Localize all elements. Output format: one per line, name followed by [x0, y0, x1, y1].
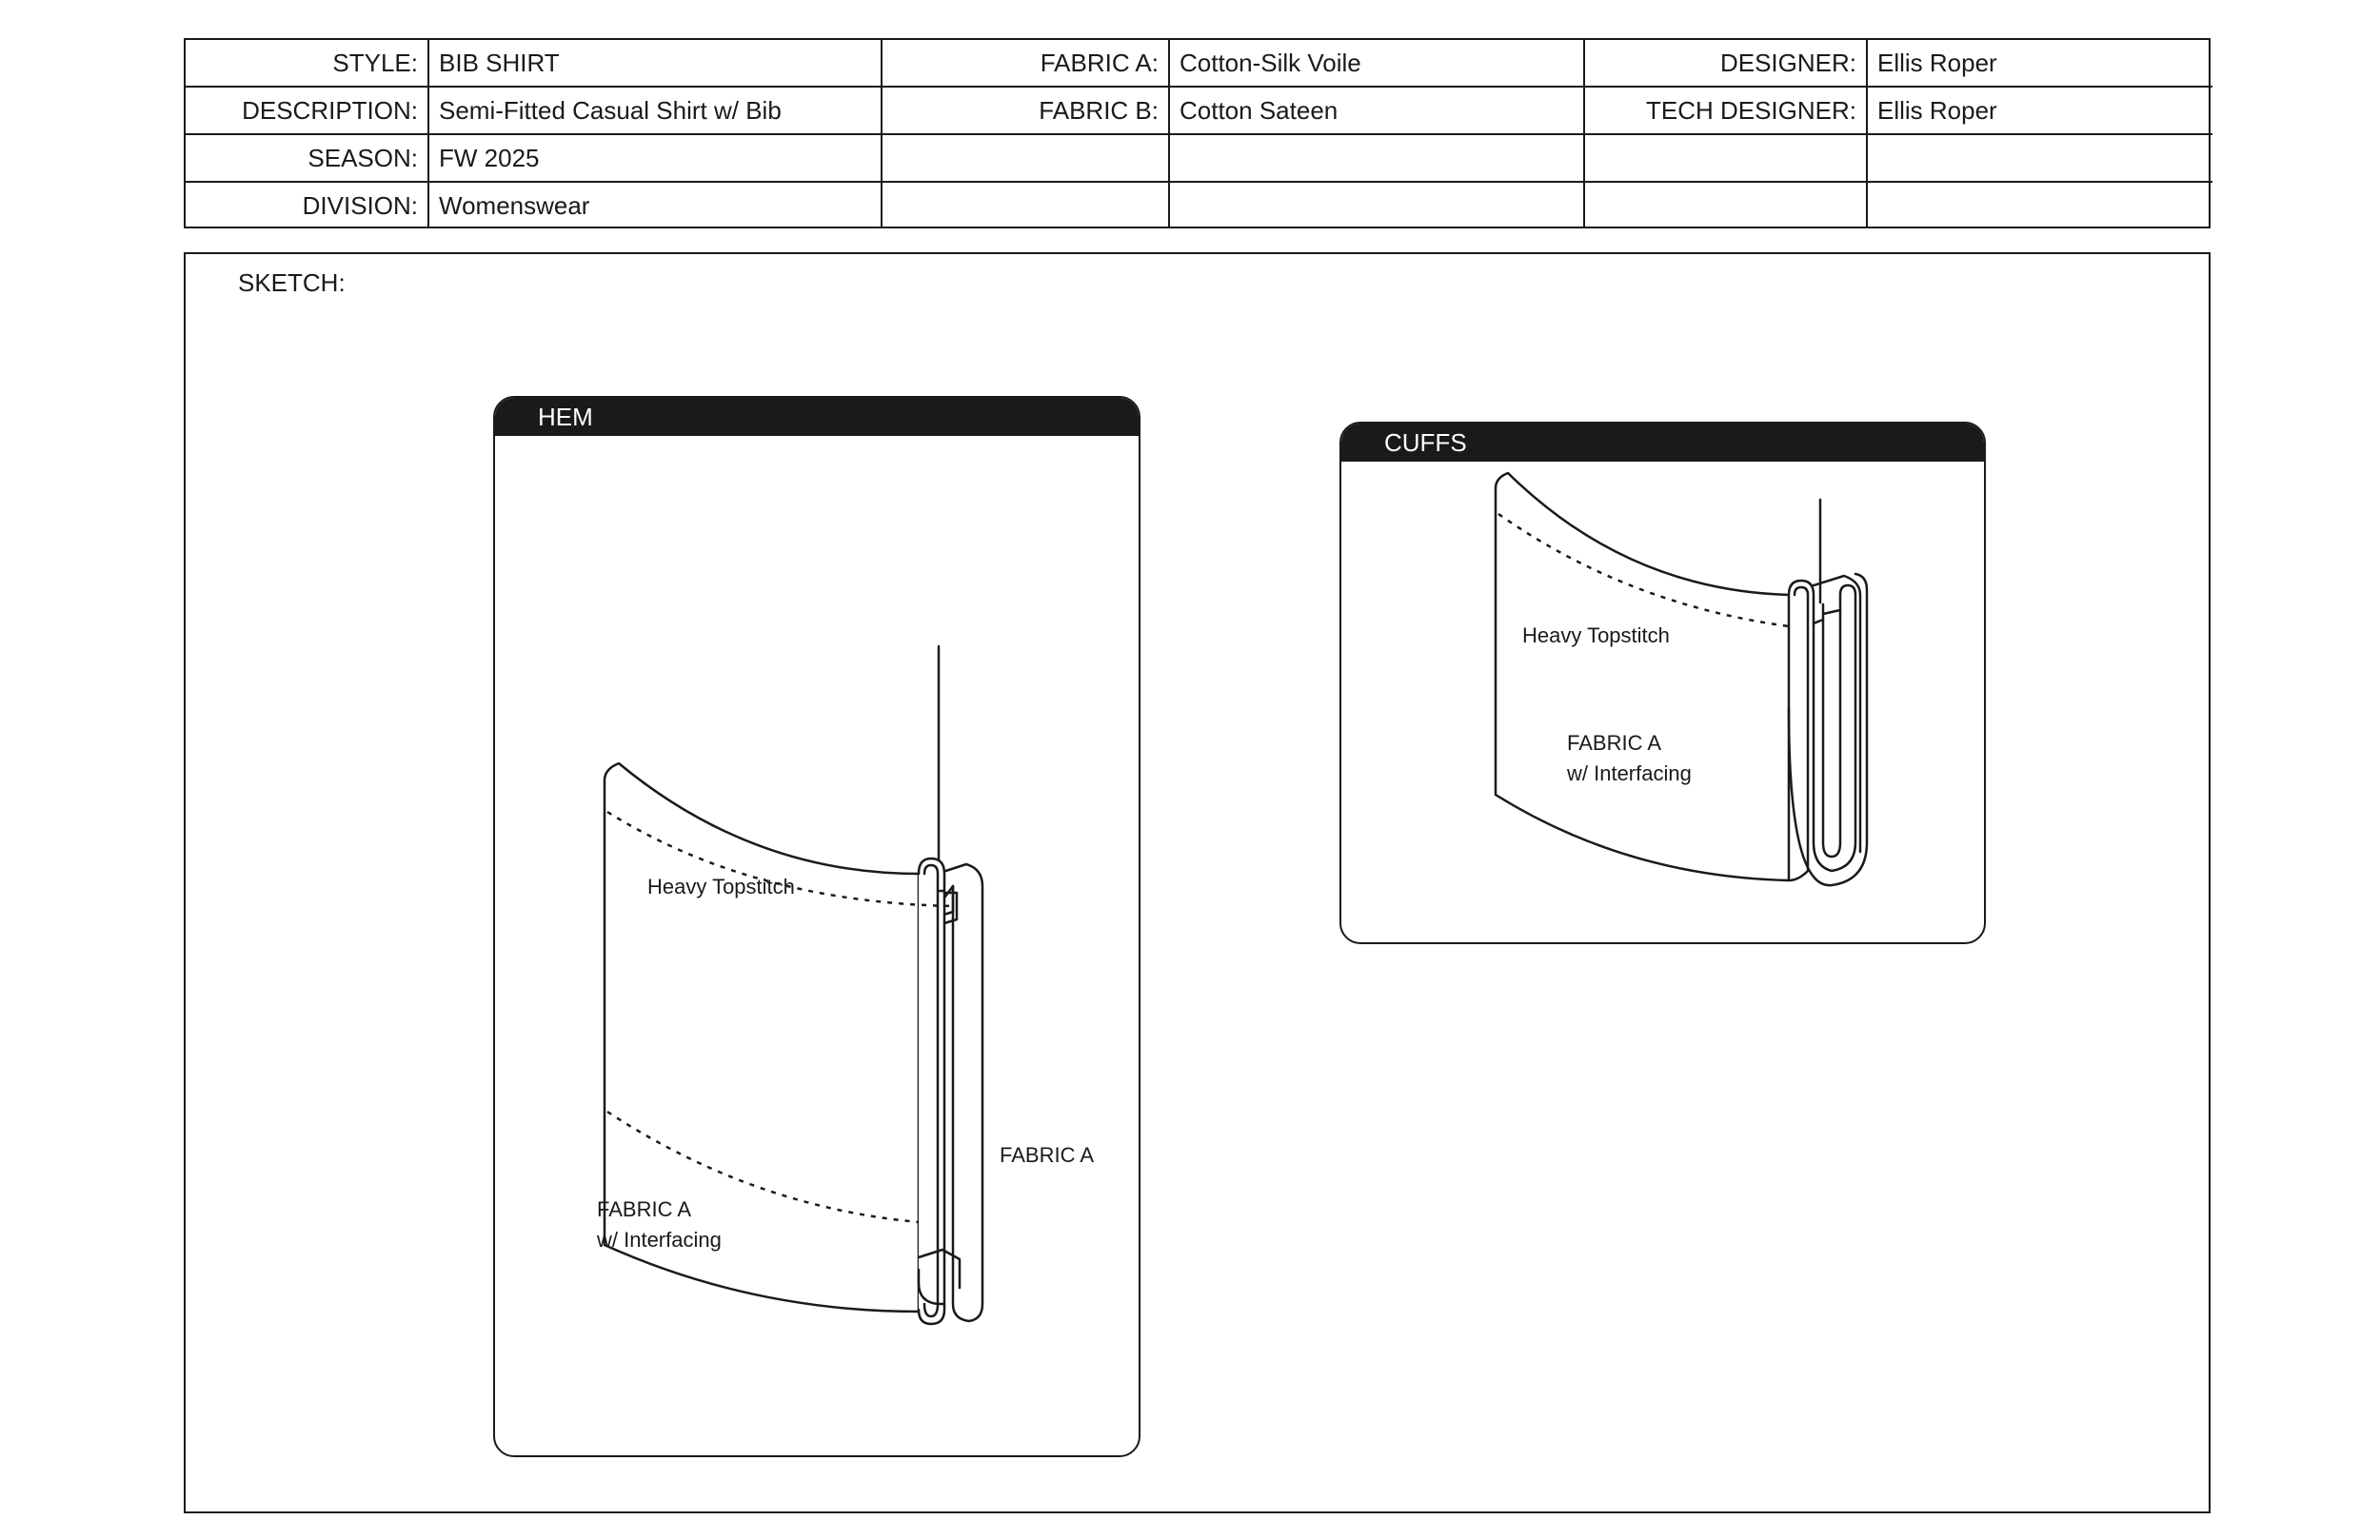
hem-fabric-a-label: FABRIC A [1000, 1143, 1094, 1167]
description-value: Semi-Fitted Casual Shirt w/ Bib [427, 86, 883, 135]
cuffs-panel: CUFFS Heavy Topstitch FABRIC [1339, 422, 1986, 944]
cuffs-topstitch-label: Heavy Topstitch [1522, 623, 1670, 647]
empty-cell [1583, 133, 1868, 183]
division-value: Womenswear [427, 181, 883, 228]
fabric-a-value: Cotton-Silk Voile [1168, 40, 1585, 88]
hem-topstitch-bottom [606, 1110, 920, 1224]
cuffs-fold-loop [1787, 579, 1857, 873]
season-value: FW 2025 [427, 133, 883, 183]
cuffs-outer-curve [1787, 572, 1869, 887]
style-label: STYLE: [186, 40, 429, 88]
hem-fabric-interfacing-label-1: FABRIC A [597, 1197, 691, 1221]
cuffs-fabric-interfacing-label-1: FABRIC A [1567, 731, 1661, 755]
cuffs-main-panel [1494, 471, 1791, 882]
hem-back-layer [926, 862, 984, 1323]
hem-panel: HEM [493, 396, 1140, 1457]
empty-cell [881, 181, 1170, 228]
empty-cell [1168, 133, 1585, 183]
spec-row-description: DESCRIPTION: Semi-Fitted Casual Shirt w/… [186, 86, 2212, 135]
spec-row-division: DIVISION: Womenswear [186, 181, 2212, 228]
season-label: SEASON: [186, 133, 429, 183]
hem-bottom-turn [917, 1268, 946, 1306]
empty-cell [1583, 181, 1868, 228]
hem-bottom-edge [917, 1248, 962, 1290]
designer-value: Ellis Roper [1866, 40, 2212, 88]
designer-label: DESIGNER: [1583, 40, 1868, 88]
cuffs-ply-2 [1821, 608, 1842, 616]
tech-designer-value: Ellis Roper [1866, 86, 2212, 135]
cuffs-fabric-interfacing-label-2: w/ Interfacing [1566, 761, 1692, 785]
empty-cell [1866, 133, 2212, 183]
hem-diagram: Heavy Topstitch FABRIC A FABRIC A w/ Int… [596, 644, 1094, 1326]
spec-row-season: SEASON: FW 2025 [186, 133, 2212, 183]
cuffs-inner-fold [1787, 585, 1810, 882]
hem-main-panel [603, 761, 921, 1313]
tech-designer-label: TECH DESIGNER: [1583, 86, 1868, 135]
hem-fabric-interfacing-label-2: w/ Interfacing [596, 1228, 722, 1252]
cuffs-back-layer [1812, 574, 1862, 854]
fabric-a-label: FABRIC A: [881, 40, 1170, 88]
hem-topstitch-label: Heavy Topstitch [647, 875, 795, 898]
style-value: BIB SHIRT [427, 40, 883, 88]
spec-table: STYLE: BIB SHIRT FABRIC A: Cotton-Silk V… [184, 38, 2212, 228]
cuffs-ply-1 [1812, 618, 1825, 625]
empty-cell [1168, 181, 1585, 228]
cuffs-panel-header: CUFFS [1341, 424, 1984, 462]
description-label: DESCRIPTION: [186, 86, 429, 135]
sketch-label: SKETCH: [238, 268, 346, 297]
hem-topstitch-top [606, 810, 954, 908]
cuffs-diagram: Heavy Topstitch FABRIC A w/ Interfacing [1494, 471, 1869, 887]
fabric-b-value: Cotton Sateen [1168, 86, 1585, 135]
hem-ply-1 [942, 891, 959, 925]
hem-panel-header: HEM [495, 398, 1139, 436]
empty-cell [1866, 181, 2212, 228]
empty-cell [881, 133, 1170, 183]
fabric-b-label: FABRIC B: [881, 86, 1170, 135]
division-label: DIVISION: [186, 181, 429, 228]
hem-inner-fold [922, 863, 940, 1318]
sketch-area: SKETCH: HEM [184, 252, 2211, 1513]
spec-row-style: STYLE: BIB SHIRT FABRIC A: Cotton-Silk V… [186, 40, 2212, 88]
